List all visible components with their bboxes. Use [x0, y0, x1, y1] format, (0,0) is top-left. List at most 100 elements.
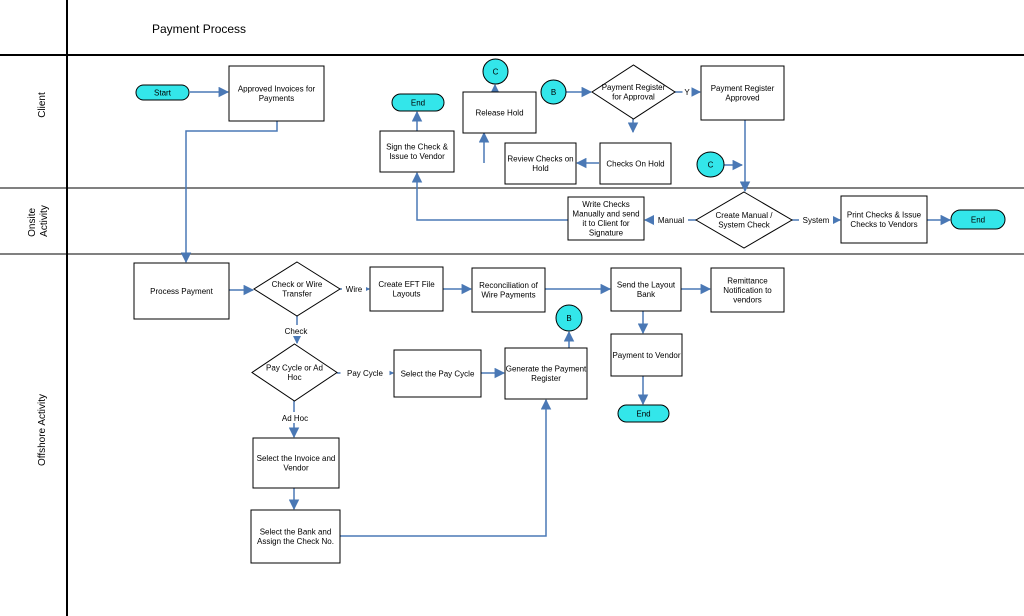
process-box [567, 196, 645, 241]
node-end-onsite: End [950, 209, 1006, 230]
node-label-line: Payment Register [711, 84, 775, 93]
node-label-line: Select the Bank and [260, 528, 332, 537]
decision-diamond [253, 261, 341, 317]
node-label-payment-to-vendor: Payment to Vendor [612, 351, 680, 360]
node-label-select-pay-cycle: Select the Pay Cycle [401, 369, 475, 378]
node-conn-c-top: C [482, 58, 509, 85]
edge-label-create-manual-to-write-checks: Manual [658, 216, 684, 225]
edge-write-checks-to-sign-check [411, 171, 568, 221]
node-select-pay-cycle: Select the Pay Cycle [393, 349, 482, 398]
node-label-line: Print Checks & Issue [847, 211, 922, 220]
node-label-line: Create Manual / [716, 211, 774, 220]
terminal-shape [617, 404, 670, 423]
decision-diamond [695, 191, 793, 249]
lane-label-onsite: Onsite Activity [27, 205, 50, 237]
node-payment-to-vendor: Payment to Vendor [610, 333, 683, 377]
process-box [252, 437, 340, 489]
node-label-line: Process Payment [150, 287, 213, 296]
decision-diamond [591, 64, 676, 120]
node-label-line: B [551, 88, 556, 97]
connector-circle [696, 151, 725, 178]
node-label-line: Bank [637, 290, 656, 299]
node-label-line: Issue to Vendor [389, 152, 445, 161]
node-label-line: Assign the Check No. [257, 537, 334, 546]
node-label-line: Pay Cycle or Ad [266, 364, 323, 373]
process-box [462, 91, 537, 134]
flow-edges [180, 83, 952, 537]
node-label-start: Start [154, 88, 172, 97]
node-label-line: Start [154, 88, 172, 97]
process-box [393, 349, 482, 398]
node-label-line: vendors [733, 295, 761, 304]
node-label-line: Payment Register [602, 83, 666, 92]
node-label-line: Vendor [283, 464, 309, 473]
edge-label-pay-cycle-adhoc-to-select-invoice: Ad Hoc [282, 414, 308, 423]
node-label-checks-on-hold: Checks On Hold [606, 159, 664, 168]
process-box [599, 142, 672, 185]
node-label-conn-c-mid: C [708, 160, 714, 169]
edge-label-check-or-wire-to-create-eft: Wire [346, 285, 363, 294]
node-label-line: System Check [718, 221, 771, 230]
edge-label-bg [342, 283, 366, 294]
decision-diamond [251, 343, 338, 402]
edge-label-bg [281, 325, 311, 336]
node-label-line: Transfer [282, 290, 312, 299]
terminal-shape [135, 84, 190, 101]
node-label-end-client: End [411, 98, 425, 107]
node-label-line: Remittance [727, 276, 768, 285]
node-label-line: C [493, 67, 499, 76]
node-label-end-offshore: End [636, 409, 650, 418]
lane-label-client: Client [37, 92, 48, 118]
edge-label-bg [654, 214, 688, 225]
terminal-shape [391, 93, 445, 112]
node-end-client: End [391, 93, 445, 112]
process-box [379, 130, 455, 173]
node-label-line: C [708, 160, 714, 169]
process-box [710, 267, 785, 313]
edge-select-bank-to-generate-register [340, 398, 552, 537]
node-label-line: Payment to Vendor [612, 351, 680, 360]
edge-label-bg [799, 214, 833, 225]
node-process-payment: Process Payment [133, 262, 230, 320]
node-label-line: Approved [725, 94, 759, 103]
node-label-create-manual: Create Manual /System Check [716, 211, 774, 230]
node-label-line: Release Hold [475, 108, 523, 117]
process-box [369, 266, 444, 312]
node-label-line: Checks On Hold [606, 159, 664, 168]
node-label-line: Hoc [287, 373, 301, 382]
node-conn-b-offshore: B [555, 304, 583, 332]
node-label-line: Signature [589, 229, 624, 238]
edge-label-create-manual-to-print-checks: System [803, 216, 830, 225]
node-label-line: Reconciliation of [479, 281, 538, 290]
node-label-sign-check: Sign the Check &Issue to Vendor [386, 143, 448, 162]
node-label-line: Approved Invoices for [238, 85, 316, 94]
node-label-line: End [411, 98, 425, 107]
process-box [610, 267, 682, 312]
node-label-line: Notification to [723, 286, 772, 295]
node-label-line: Create EFT File [378, 280, 435, 289]
node-label-line: End [971, 215, 985, 224]
node-start: Start [135, 84, 190, 101]
process-box [228, 65, 325, 122]
node-label-line: Sign the Check & [386, 143, 448, 152]
node-conn-c-mid: C [696, 151, 725, 178]
node-label-line: Wire Payments [481, 291, 535, 300]
lane-label-onsite-line-2: Activity [39, 205, 50, 237]
node-label-end-onsite: End [971, 215, 985, 224]
